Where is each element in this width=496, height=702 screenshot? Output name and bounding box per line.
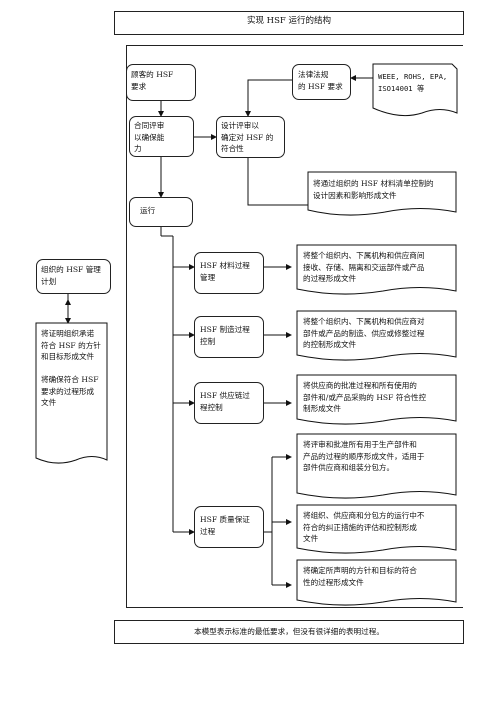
material-doc-shape (296, 244, 457, 295)
material-process-box (194, 252, 264, 294)
management-plan-box (36, 259, 111, 294)
manufacturing-doc-shape (296, 310, 457, 361)
weee-doc-shape (372, 63, 458, 117)
policy-doc-label: 将证明组织承诺 符合 HSF 的方针 和目标形成文件 将确保符合 HSF 要求的… (41, 329, 101, 407)
manufacturing-doc-label: 将整个组织内、下属机构和供应商对 部件或产品的制造、供应或修整过程 的控制形成文… (303, 317, 425, 349)
policy-target-doc-shape (296, 559, 457, 606)
footer-note: 本模型表示标准的最低要求，但没有很详细的表明过程。 (194, 627, 384, 636)
design-review-box (216, 116, 285, 158)
supply-process-label: HSF 供应链过 程控制 (200, 391, 250, 412)
diagram-title: 实现 HSF 运行的结构 (246, 16, 332, 26)
operation-box (129, 197, 193, 227)
customer-requirements-box (126, 64, 196, 101)
bom-doc-label: 将通过组织的 HSF 材料清单控制的 设计因素和影响形成文件 (313, 179, 434, 200)
customer-requirements-label: 顾客的 HSF 要求 (131, 70, 174, 91)
contract-review-label: 合同评审 以确保能 力 (134, 121, 165, 153)
law-requirements-label: 法律法规 的 HSF 要求 (298, 70, 343, 91)
management-plan-label: 组织的 HSF 管理 计划 (41, 265, 101, 286)
contract-review-box (129, 116, 194, 157)
design-review-label: 设计评审以 确定对 HSF 的 符合性 (221, 121, 274, 153)
law-requirements-box (292, 64, 351, 100)
supply-doc-shape (296, 374, 457, 425)
weee-label: WEEE, ROHS, EPA, ISO14001 等 (378, 72, 448, 93)
material-process-label: HSF 材料过程 管理 (200, 261, 250, 282)
bom-doc-shape (307, 171, 457, 216)
policy-target-doc-label: 将确定所声明的方针和目标的符合 性的过程形成文件 (303, 566, 417, 587)
operation-label: 运行 (140, 206, 156, 215)
qa-process-box (194, 506, 264, 548)
material-doc-label: 将整个组织内、下属机构和供应商间 接收、存储、隔离和交运部件或产品 的过程形成文… (303, 251, 425, 283)
title-box (114, 11, 464, 35)
policy-doc-shape (35, 322, 108, 464)
approval-doc-shape (296, 433, 457, 499)
manufacturing-process-label: HSF 制造过程 控制 (200, 325, 250, 346)
footer-box (114, 620, 464, 644)
manufacturing-process-box (194, 316, 264, 358)
supply-process-box (194, 382, 264, 424)
supply-doc-label: 将供应商的批准过程和所有使用的 部件和/或产品采购的 HSF 符合性控 制形成文… (303, 381, 427, 413)
main-frame (126, 45, 463, 608)
qa-process-label: HSF 质量保证 过程 (200, 515, 250, 536)
approval-doc-label: 将评审和批准所有用于生产部件和 产品的过程的顺序形成文件，适用于 部件供应商和组… (303, 440, 425, 472)
nonconform-doc-shape (296, 504, 457, 554)
nonconform-doc-label: 将组织、供应商和分包方的运行中不 符合的纠正措施的评估和控制形成 文件 (303, 511, 425, 543)
